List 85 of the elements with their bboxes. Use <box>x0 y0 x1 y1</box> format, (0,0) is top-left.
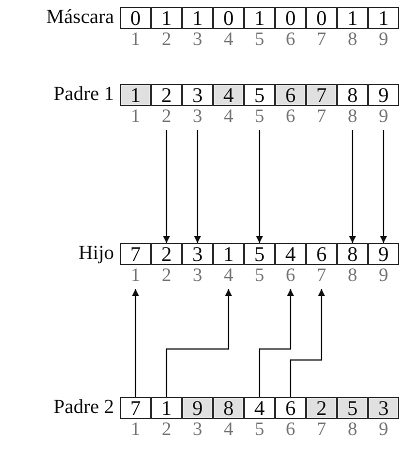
gene-cell: 1 <box>368 7 399 29</box>
gene-cell: 0 <box>306 7 337 29</box>
position-number: 9 <box>378 266 390 286</box>
row-label: Padre 1 <box>53 83 114 105</box>
position-number: 2 <box>160 107 172 127</box>
position-number: 1 <box>130 30 142 50</box>
gene-cell: 5 <box>337 397 368 419</box>
gene-cell: 1 <box>151 397 182 419</box>
gene-cell: 2 <box>151 84 182 106</box>
position-number: 1 <box>130 266 142 286</box>
gene-cell: 3 <box>368 397 399 419</box>
row-label: Máscara <box>46 6 114 28</box>
position-number: 8 <box>346 107 358 127</box>
position-number: 3 <box>192 420 204 440</box>
position-number: 2 <box>160 266 172 286</box>
arrow <box>194 130 201 243</box>
gene-cell: 9 <box>368 84 399 106</box>
position-number: 5 <box>254 420 266 440</box>
gene-cell: 4 <box>244 397 275 419</box>
arrow <box>166 289 232 397</box>
gene-cell: 9 <box>182 397 213 419</box>
arrow <box>258 289 294 397</box>
arrow <box>349 130 356 243</box>
position-number: 6 <box>284 30 296 50</box>
position-number: 3 <box>192 30 204 50</box>
position-number: 4 <box>222 107 234 127</box>
arrow <box>290 289 325 397</box>
position-number: 7 <box>316 30 328 50</box>
position-number: 5 <box>254 107 266 127</box>
position-number: 8 <box>346 266 358 286</box>
position-number: 4 <box>222 266 234 286</box>
row-label: Padre 2 <box>53 396 114 418</box>
position-number: 8 <box>346 420 358 440</box>
position-number: 2 <box>160 30 172 50</box>
gene-cell: 3 <box>182 243 213 265</box>
position-number: 6 <box>284 420 296 440</box>
position-number: 6 <box>284 266 296 286</box>
position-number: 4 <box>222 30 234 50</box>
position-number: 9 <box>378 107 390 127</box>
gene-cell: 4 <box>213 84 244 106</box>
row-label: Hijo <box>78 242 114 264</box>
gene-cell: 9 <box>368 243 399 265</box>
gene-cell: 2 <box>151 243 182 265</box>
gene-cell: 2 <box>306 397 337 419</box>
gene-cell: 7 <box>306 84 337 106</box>
position-number: 1 <box>130 107 142 127</box>
gene-cell: 4 <box>275 243 306 265</box>
position-number: 1 <box>130 420 142 440</box>
arrow <box>132 289 139 397</box>
gene-cell: 3 <box>182 84 213 106</box>
arrow <box>163 130 170 243</box>
gene-cell: 1 <box>182 7 213 29</box>
gene-cell: 1 <box>213 243 244 265</box>
position-number: 3 <box>192 107 204 127</box>
gene-cell: 0 <box>275 7 306 29</box>
position-number: 8 <box>346 30 358 50</box>
gene-cell: 6 <box>306 243 337 265</box>
gene-cell: 7 <box>120 243 151 265</box>
gene-cell: 1 <box>337 7 368 29</box>
position-number: 7 <box>316 107 328 127</box>
gene-cell: 8 <box>337 84 368 106</box>
gene-cell: 8 <box>213 397 244 419</box>
gene-cell: 8 <box>337 243 368 265</box>
gene-cell: 0 <box>213 7 244 29</box>
gene-cell: 0 <box>120 7 151 29</box>
gene-cell: 5 <box>244 243 275 265</box>
gene-cell: 6 <box>275 397 306 419</box>
position-number: 7 <box>316 420 328 440</box>
arrow <box>380 130 387 243</box>
position-number: 5 <box>254 30 266 50</box>
gene-cell: 7 <box>120 397 151 419</box>
position-number: 4 <box>222 420 234 440</box>
gene-cell: 1 <box>244 7 275 29</box>
position-number: 6 <box>284 107 296 127</box>
gene-cell: 5 <box>244 84 275 106</box>
gene-cell: 1 <box>120 84 151 106</box>
arrow <box>256 130 263 243</box>
position-number: 3 <box>192 266 204 286</box>
position-number: 7 <box>316 266 328 286</box>
gene-cell: 1 <box>151 7 182 29</box>
position-number: 5 <box>254 266 266 286</box>
position-number: 2 <box>160 420 172 440</box>
position-number: 9 <box>378 30 390 50</box>
gene-cell: 6 <box>275 84 306 106</box>
position-number: 9 <box>378 420 390 440</box>
